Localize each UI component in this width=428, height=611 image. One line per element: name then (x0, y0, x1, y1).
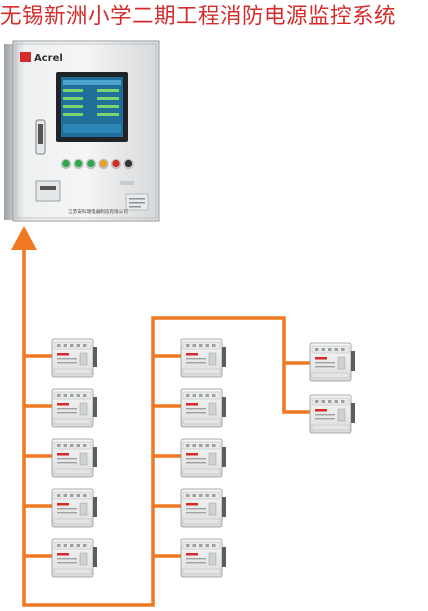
indicator-light (124, 159, 133, 168)
bus-main-path (22, 246, 310, 607)
indicator-lights (60, 158, 134, 170)
monitoring-cabinet: Acrel 江苏安科瑞电器制造有限公司 (4, 40, 160, 222)
monitor-module (180, 538, 226, 578)
monitor-module (51, 438, 97, 478)
cabinet-printer (35, 180, 61, 202)
indicator-light (62, 159, 70, 168)
monitor-module (180, 438, 226, 478)
bus-wiring (22, 246, 310, 607)
monitor-module (180, 338, 226, 378)
arrow-up-icon (11, 226, 37, 250)
acrel-logo-mark (20, 52, 31, 62)
monitor-module (51, 388, 97, 428)
monitor-module (180, 488, 226, 528)
cabinet-side (4, 44, 14, 220)
monitor-module (51, 488, 97, 528)
cabinet-door-frame (15, 43, 157, 219)
indicator-light (99, 159, 108, 168)
indicator-light (74, 159, 83, 168)
system-title: 无锡新洲小学二期工程消防电源监控系统 (0, 4, 397, 29)
indicator-light (87, 159, 95, 168)
monitor-module (180, 388, 226, 428)
monitor-module (309, 342, 355, 382)
monitor-module (51, 338, 97, 378)
cabinet-company-name: 江苏安科瑞电器制造有限公司 (68, 208, 128, 215)
monitor-module (309, 394, 355, 434)
acrel-logo-text: Acrel (34, 53, 63, 64)
monitor-module (51, 538, 97, 578)
indicator-light (112, 159, 120, 168)
module-columns (51, 338, 355, 578)
